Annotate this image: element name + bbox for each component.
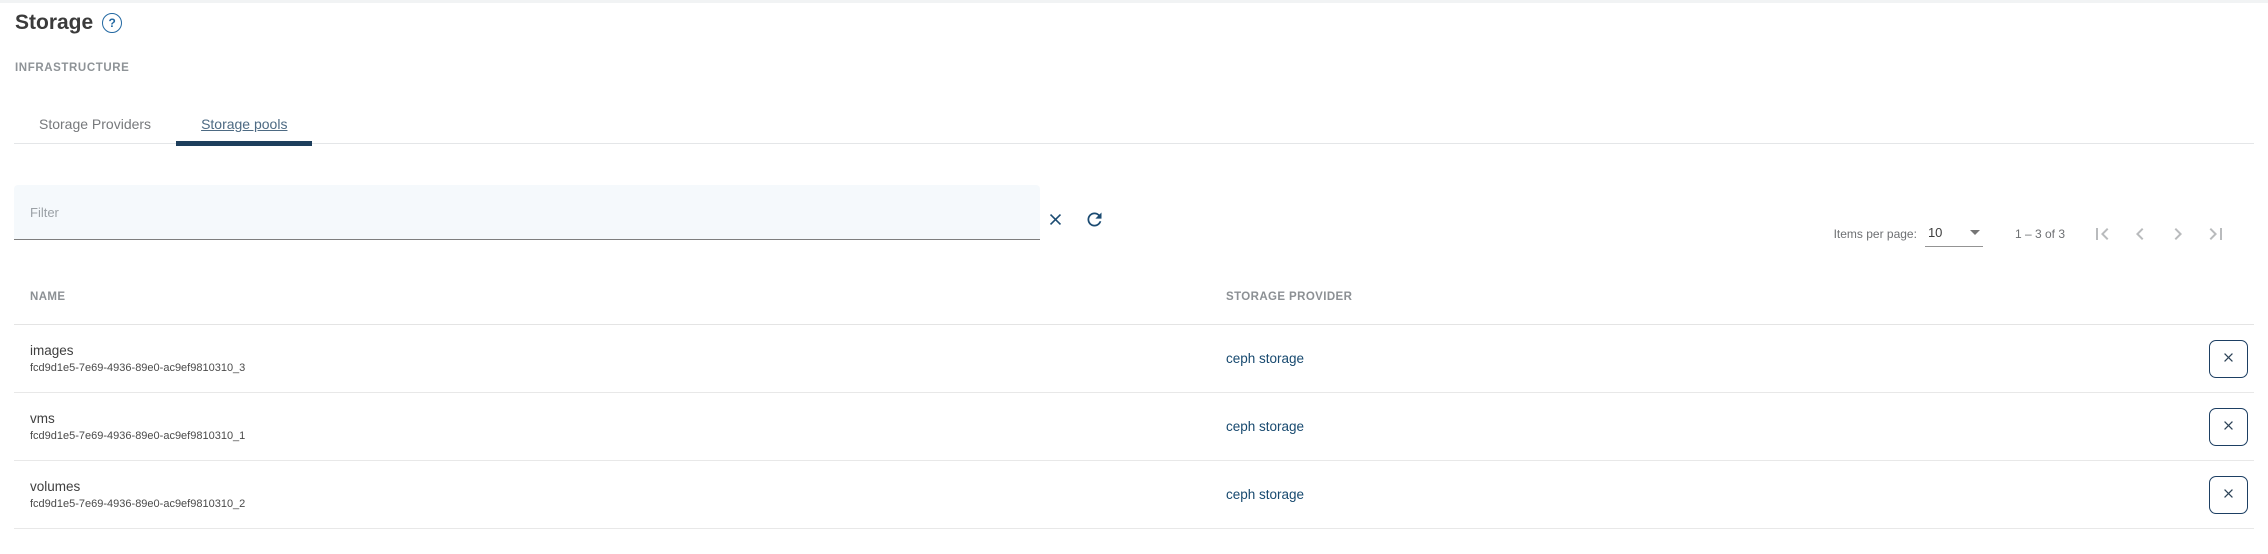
filter-field — [14, 185, 1040, 240]
pool-name: vms — [30, 411, 55, 426]
pager-nav — [2089, 222, 2228, 247]
tab-label: Storage Providers — [39, 115, 152, 132]
close-x-icon — [2221, 486, 2236, 504]
name-cell: images fcd9d1e5-7e69-4936-89e0-ac9ef9810… — [14, 343, 1210, 374]
clear-x-icon — [1046, 210, 1065, 232]
close-x-icon — [2221, 418, 2236, 436]
remove-pool-button[interactable] — [2209, 475, 2248, 514]
page-title: Storage — [15, 11, 94, 34]
page-size-value: 10 — [1927, 225, 1943, 240]
tab-bar: Storage Providers Storage pools — [14, 104, 2254, 146]
refresh-icon — [1084, 209, 1105, 233]
refresh-button[interactable] — [1076, 203, 1112, 239]
remove-pool-button[interactable] — [2209, 339, 2248, 378]
table-body: images fcd9d1e5-7e69-4936-89e0-ac9ef9810… — [14, 325, 2254, 529]
last-page-button[interactable] — [2203, 222, 2228, 247]
storage-pools-table: NAME STORAGE PROVIDER images fcd9d1e5-7e… — [14, 269, 2254, 529]
name-cell: volumes fcd9d1e5-7e69-4936-89e0-ac9ef981… — [14, 479, 1210, 510]
tab-storage-pools[interactable]: Storage pools — [176, 104, 313, 146]
pool-name: volumes — [30, 479, 81, 494]
provider-cell: ceph storage — [1210, 351, 2192, 366]
column-header-storage-provider: STORAGE PROVIDER — [1226, 290, 1353, 303]
next-page-button[interactable] — [2165, 222, 2190, 247]
top-divider — [0, 0, 2268, 3]
table-row: vms fcd9d1e5-7e69-4936-89e0-ac9ef9810310… — [14, 393, 2254, 461]
actions-cell — [2192, 339, 2254, 378]
name-cell: vms fcd9d1e5-7e69-4936-89e0-ac9ef9810310… — [14, 411, 1210, 442]
pool-id: fcd9d1e5-7e69-4936-89e0-ac9ef9810310_3 — [30, 362, 246, 374]
table-row: images fcd9d1e5-7e69-4936-89e0-ac9ef9810… — [14, 325, 2254, 393]
storage-provider-link[interactable]: ceph storage — [1226, 419, 1305, 434]
chevron-down-icon — [1969, 230, 1980, 235]
page-header: Storage ? — [15, 11, 123, 35]
provider-cell: ceph storage — [1210, 419, 2192, 434]
actions-cell — [2192, 407, 2254, 446]
storage-provider-link[interactable]: ceph storage — [1226, 487, 1305, 502]
chevron-left-icon — [2135, 228, 2143, 240]
storage-provider-link[interactable]: ceph storage — [1226, 351, 1305, 366]
last-page-icon — [2209, 228, 2222, 240]
previous-page-button[interactable] — [2127, 222, 2152, 247]
table-row: volumes fcd9d1e5-7e69-4936-89e0-ac9ef981… — [14, 461, 2254, 529]
page-range-label: 1 – 3 of 3 — [2014, 227, 2065, 241]
items-per-page-label: Items per page: — [1833, 227, 1917, 241]
help-icon[interactable]: ? — [102, 13, 123, 33]
chevron-right-icon — [2174, 228, 2182, 240]
first-page-button[interactable] — [2089, 222, 2114, 247]
provider-cell: ceph storage — [1210, 487, 2192, 502]
filter-input[interactable] — [14, 185, 1040, 239]
table-header-row: NAME STORAGE PROVIDER — [14, 269, 2254, 325]
pool-id: fcd9d1e5-7e69-4936-89e0-ac9ef9810310_2 — [30, 498, 246, 510]
tab-label: Storage pools — [201, 115, 288, 132]
pool-id: fcd9d1e5-7e69-4936-89e0-ac9ef9810310_1 — [30, 430, 246, 442]
actions-cell — [2192, 475, 2254, 514]
first-page-icon — [2095, 228, 2108, 240]
paginator: Items per page: 10 1 – 3 of 3 — [1834, 215, 2228, 253]
tab-storage-providers[interactable]: Storage Providers — [14, 104, 176, 143]
clear-filter-button[interactable] — [1037, 203, 1073, 239]
remove-pool-button[interactable] — [2209, 407, 2248, 446]
pool-name: images — [30, 343, 74, 358]
breadcrumb-section-label: INFRASTRUCTURE — [15, 62, 130, 74]
close-x-icon — [2221, 350, 2236, 368]
page-size-select[interactable]: 10 — [1924, 221, 1983, 247]
column-header-name: NAME — [30, 290, 66, 303]
